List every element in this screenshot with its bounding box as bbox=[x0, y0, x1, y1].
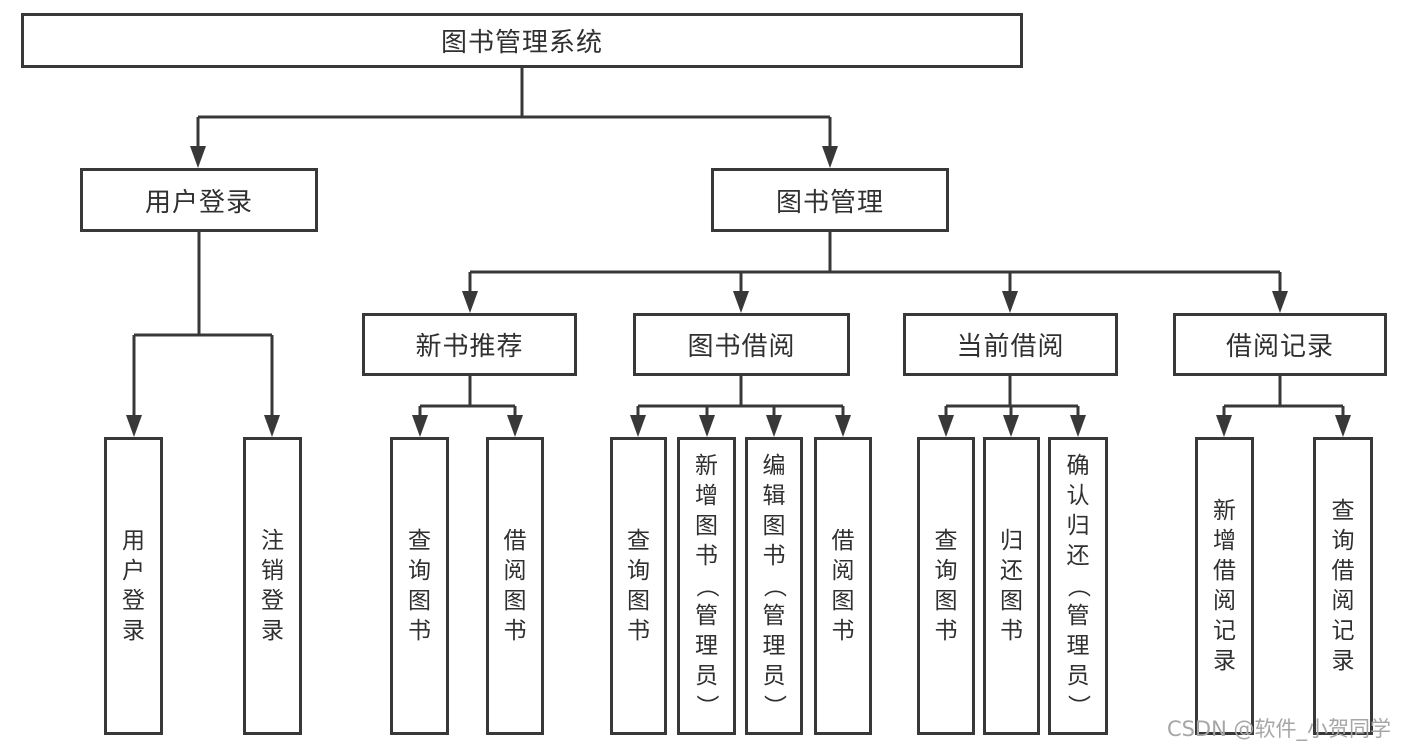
node-new-book-recommend: 新书推荐 bbox=[362, 313, 577, 376]
leaf-user-login: 用户登录 bbox=[104, 437, 163, 735]
arrowhead-icon bbox=[938, 415, 954, 437]
leaf-add-borrow-record: 新增借阅记录 bbox=[1195, 437, 1254, 735]
arrowhead-icon bbox=[1216, 415, 1232, 437]
node-label: 图书管理 bbox=[775, 187, 884, 218]
arrowhead-icon bbox=[733, 291, 749, 313]
node-label: 当前借阅 bbox=[956, 332, 1065, 362]
arrowhead-icon bbox=[1335, 415, 1351, 437]
node-label: 用户登录 bbox=[144, 187, 253, 218]
leaf-add-book-admin: 新增图书（管理员） bbox=[677, 437, 736, 735]
arrowhead-icon bbox=[462, 291, 478, 313]
leaf-query-borrow-record: 查询借阅记录 bbox=[1313, 437, 1373, 735]
arrowhead-icon bbox=[699, 415, 715, 437]
leaf-borrow-books-recommend: 借阅图书 bbox=[486, 437, 544, 735]
arrowhead-icon bbox=[507, 415, 523, 437]
edge-book-borrow bbox=[636, 376, 845, 416]
leaf-return-book: 归还图书 bbox=[983, 437, 1040, 735]
arrowhead-icon bbox=[412, 415, 428, 437]
csdn-watermark: CSDN @软件_小贺同学 bbox=[1166, 717, 1391, 741]
arrowhead-icon bbox=[822, 146, 838, 168]
node-book-borrow: 图书借阅 bbox=[633, 313, 850, 376]
node-label: 借阅记录 bbox=[1225, 332, 1334, 362]
node-book-management: 图书管理 bbox=[711, 168, 949, 232]
node-label: 图书管理系统 bbox=[440, 28, 603, 58]
arrowhead-icon bbox=[835, 415, 851, 437]
leaf-query-books-current: 查询图书 bbox=[917, 437, 975, 735]
leaf-borrow-books-borrow: 借阅图书 bbox=[814, 437, 872, 735]
node-current-borrow: 当前借阅 bbox=[903, 313, 1118, 376]
arrowhead-icon bbox=[630, 415, 646, 437]
leaf-query-books-borrow: 查询图书 bbox=[610, 437, 667, 735]
arrowhead-icon bbox=[1070, 415, 1086, 437]
leaf-query-books-recommend: 查询图书 bbox=[390, 437, 449, 735]
arrowhead-icon bbox=[1002, 291, 1018, 313]
edge-new-book-recommend bbox=[418, 376, 517, 416]
edge-borrow-records bbox=[1222, 376, 1345, 416]
leaf-confirm-return-admin: 确认归还（管理员） bbox=[1048, 437, 1108, 735]
node-user-login-branch: 用户登录 bbox=[80, 168, 318, 232]
leaf-logout: 注销登录 bbox=[243, 437, 302, 735]
node-label: 新书推荐 bbox=[415, 332, 524, 362]
edge-user-login bbox=[132, 232, 274, 416]
arrowhead-icon bbox=[1003, 415, 1019, 437]
edge-root bbox=[196, 68, 832, 147]
edge-current-borrow bbox=[944, 376, 1080, 416]
arrowhead-icon bbox=[1272, 291, 1288, 313]
arrowhead-icon bbox=[264, 415, 280, 437]
node-root: 图书管理系统 bbox=[21, 13, 1023, 68]
arrowhead-icon bbox=[190, 146, 206, 168]
leaf-edit-book-admin: 编辑图书（管理员） bbox=[745, 437, 803, 735]
edge-book-management bbox=[468, 232, 1282, 292]
arrowhead-icon bbox=[766, 415, 782, 437]
arrowhead-icon bbox=[126, 415, 142, 437]
node-label: 图书借阅 bbox=[687, 332, 796, 362]
node-borrow-records: 借阅记录 bbox=[1173, 313, 1387, 376]
